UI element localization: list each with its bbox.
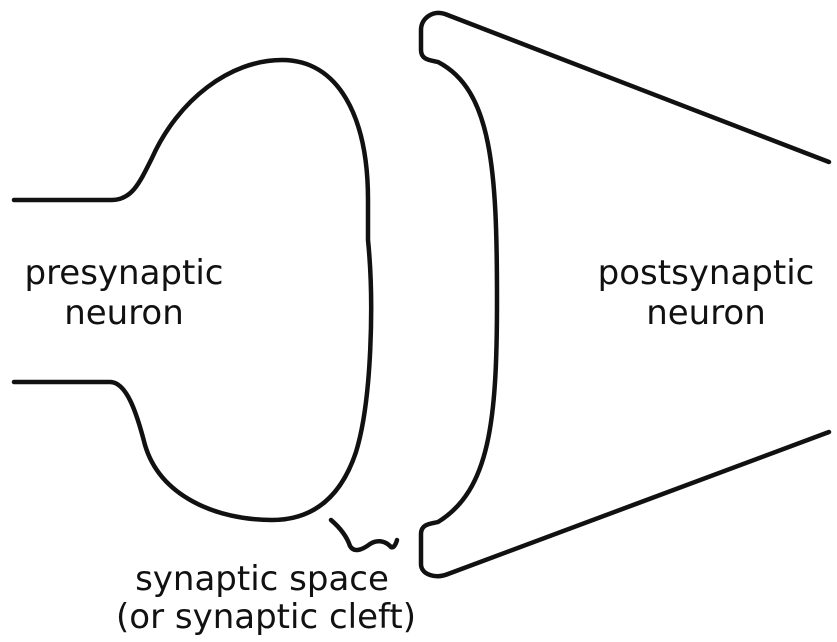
presynaptic-label-line1: presynaptic	[24, 253, 223, 293]
synaptic-cleft-brace	[328, 517, 400, 553]
postsynaptic-label-line1: postsynaptic	[598, 253, 815, 293]
synaptic-space-label-line1: synaptic space	[135, 559, 389, 599]
synaptic-space-label-line2: (or synaptic cleft)	[116, 597, 416, 637]
presynaptic-neuron-outline	[11, 57, 374, 523]
presynaptic-label-line2: neuron	[64, 293, 184, 333]
postsynaptic-label-line2: neuron	[646, 293, 766, 333]
postsynaptic-neuron-outline	[418, 10, 832, 579]
